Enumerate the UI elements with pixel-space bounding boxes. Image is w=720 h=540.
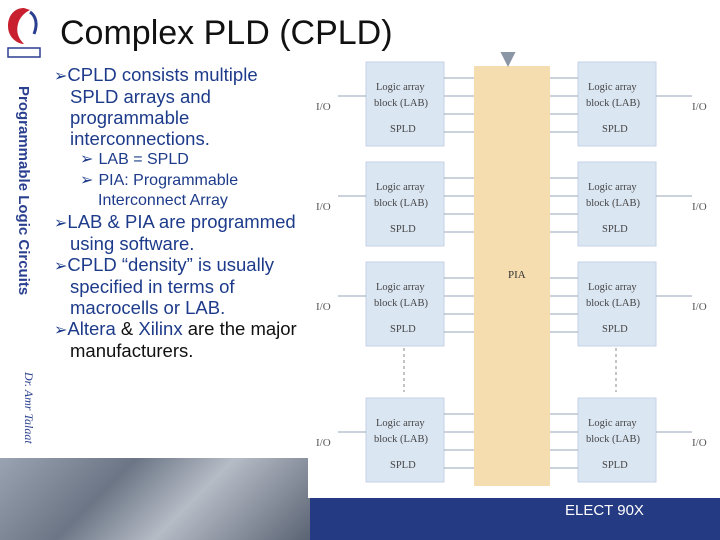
spld-label: SPLD: [390, 324, 416, 335]
lab-label: block (LAB): [586, 198, 640, 209]
io-label: I/O: [692, 101, 707, 113]
sidebar-author: Dr. Amr Talaat: [22, 372, 36, 444]
chip-photo: [0, 458, 310, 540]
pia-block: [474, 66, 550, 486]
lab-block: [577, 161, 657, 247]
lab-block: [365, 261, 445, 347]
bullet-item: ➢Altera & Xilinx are the major manufactu…: [54, 318, 297, 361]
lab-label: block (LAB): [586, 98, 640, 109]
arrow-bullet-icon: ➢: [54, 66, 68, 85]
spld-label: SPLD: [602, 224, 628, 235]
lab-block: [577, 261, 657, 347]
lab-label: block (LAB): [374, 298, 428, 309]
io-label: I/O: [692, 201, 707, 213]
spld-label: SPLD: [390, 460, 416, 471]
sub-bullet-item: ➢ LAB = SPLD: [80, 149, 189, 168]
slide-title: Complex PLD (CPLD): [60, 14, 393, 52]
bullet-item: ➢CPLD consists multiple SPLD arrays and …: [54, 64, 258, 149]
spld-label: SPLD: [390, 224, 416, 235]
pia-label: PIA: [508, 269, 526, 281]
spld-label: SPLD: [602, 460, 628, 471]
io-label: I/O: [316, 437, 331, 449]
io-label: I/O: [692, 301, 707, 313]
bullet-list: ➢CPLD consists multiple SPLD arrays and …: [52, 64, 308, 361]
arrow-bullet-icon: ➢: [80, 149, 99, 168]
arrow-bullet-icon: ➢: [54, 320, 68, 339]
lab-label: Logic array: [376, 282, 425, 293]
lab-block: [365, 161, 445, 247]
spld-label: SPLD: [390, 124, 416, 135]
sub-bullet-item: ➢ PIA: Programmable Interconnect Array: [80, 170, 239, 209]
lab-label: block (LAB): [374, 434, 428, 445]
io-label: I/O: [316, 301, 331, 313]
lab-label: Logic array: [376, 182, 425, 193]
bullet-item: ➢LAB & PIA are programmed using software…: [54, 211, 296, 254]
io-label: I/O: [692, 437, 707, 449]
cpld-diagram: PIA Logic array block (LAB) SPLD I/O Logic a…: [308, 36, 720, 498]
arrow-bullet-icon: ➢: [80, 170, 99, 189]
footer-course-code: ELECT 90X: [565, 502, 644, 519]
io-label: I/O: [316, 201, 331, 213]
spld-label: SPLD: [602, 124, 628, 135]
lab-label: block (LAB): [586, 434, 640, 445]
lab-block: [577, 397, 657, 483]
lab-label: Logic array: [588, 282, 637, 293]
arrow-bullet-icon: ➢: [54, 213, 68, 232]
lab-block: [365, 397, 445, 483]
lab-label: Logic array: [588, 82, 637, 93]
spld-label: SPLD: [602, 324, 628, 335]
lab-label: Logic array: [376, 82, 425, 93]
sidebar-course-title: Programmable Logic Circuits: [15, 86, 32, 296]
lab-label: Logic array: [376, 418, 425, 429]
lab-label: Logic array: [588, 418, 637, 429]
sidebar: [0, 0, 46, 458]
university-logo-icon: [7, 8, 41, 58]
lab-label: block (LAB): [586, 298, 640, 309]
lab-block: [577, 61, 657, 147]
lab-label: block (LAB): [374, 98, 428, 109]
bullet-item: ➢CPLD “density” is usually specified in …: [54, 254, 275, 318]
lab-label: block (LAB): [374, 198, 428, 209]
lab-label: Logic array: [588, 182, 637, 193]
lab-block: [365, 61, 445, 147]
io-label: I/O: [316, 101, 331, 113]
arrow-bullet-icon: ➢: [54, 256, 68, 275]
cpld-diagram-svg: PIA Logic array block (LAB) SPLD I/O Logic a…: [316, 36, 707, 486]
